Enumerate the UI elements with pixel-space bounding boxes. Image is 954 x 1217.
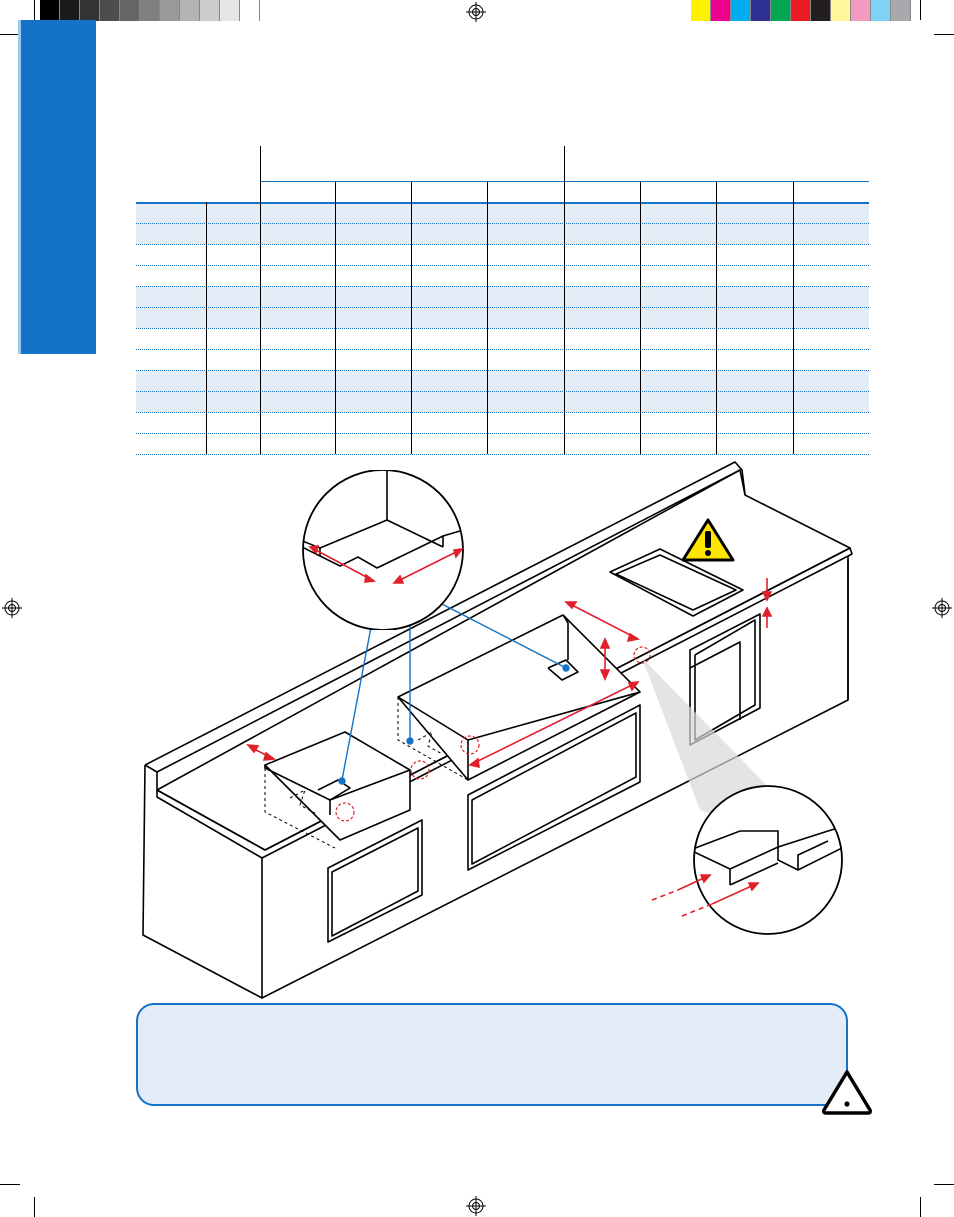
color-swatch bbox=[120, 0, 140, 21]
color-swatch bbox=[691, 0, 711, 21]
table-column-line bbox=[335, 182, 336, 454]
color-swatch bbox=[60, 0, 80, 21]
color-swatch bbox=[751, 0, 771, 21]
warning-triangle-icon bbox=[681, 518, 735, 562]
caution-triangle-icon bbox=[822, 1070, 872, 1115]
table-row-line bbox=[136, 391, 869, 392]
table-row-line bbox=[136, 349, 869, 350]
cooktop-cutout bbox=[609, 548, 744, 617]
color-swatch bbox=[80, 0, 100, 21]
color-swatch bbox=[100, 0, 120, 21]
process-color-bar bbox=[691, 0, 911, 21]
crop-mark bbox=[0, 1184, 20, 1185]
color-swatch bbox=[711, 0, 731, 21]
left-door-panel bbox=[327, 819, 423, 943]
registration-mark-icon bbox=[932, 598, 952, 618]
crop-mark bbox=[0, 34, 20, 35]
crop-mark bbox=[34, 1197, 35, 1217]
color-swatch bbox=[771, 0, 791, 21]
crop-mark bbox=[920, 1197, 921, 1217]
color-swatch bbox=[731, 0, 751, 21]
middle-drawer-panel bbox=[467, 704, 641, 871]
edge-detail-arrows bbox=[651, 874, 760, 917]
dimension-table bbox=[136, 146, 869, 455]
table-row-line bbox=[136, 265, 869, 266]
edge-detail-magnifier bbox=[693, 785, 843, 935]
color-swatch bbox=[180, 0, 200, 21]
color-swatch bbox=[40, 0, 60, 21]
backsplash bbox=[144, 461, 746, 766]
table-column-line bbox=[564, 146, 565, 454]
table-column-line bbox=[260, 146, 261, 454]
table-column-line bbox=[793, 182, 794, 454]
color-swatch bbox=[140, 0, 160, 21]
color-swatch bbox=[200, 0, 220, 21]
color-swatch bbox=[160, 0, 180, 21]
table-row-line bbox=[136, 412, 869, 413]
color-swatch bbox=[240, 0, 260, 21]
section-side-tab bbox=[18, 20, 96, 354]
color-swatch bbox=[851, 0, 871, 21]
grayscale-color-bar bbox=[40, 0, 260, 21]
color-swatch bbox=[220, 0, 240, 21]
registration-mark-icon bbox=[2, 598, 22, 618]
cabinet-side bbox=[142, 764, 263, 999]
table-column-line bbox=[206, 202, 207, 454]
table-row-line bbox=[136, 286, 869, 287]
table-row-line bbox=[136, 433, 869, 434]
table-row-line bbox=[136, 454, 869, 455]
crop-mark bbox=[934, 34, 954, 35]
table-column-line bbox=[411, 182, 412, 454]
table-column-line bbox=[640, 182, 641, 454]
note-callout-box bbox=[136, 1003, 848, 1106]
table-top-rule bbox=[136, 202, 869, 204]
corner-detail-magnifier bbox=[302, 470, 464, 630]
table-row-line bbox=[136, 223, 869, 224]
color-swatch bbox=[811, 0, 831, 21]
registration-mark-icon bbox=[466, 1196, 486, 1216]
table-row-line bbox=[136, 370, 869, 371]
crop-mark bbox=[920, 0, 921, 20]
table-row-line bbox=[136, 244, 869, 245]
crop-mark bbox=[934, 1184, 954, 1185]
table-column-line bbox=[487, 182, 488, 454]
countertop-cutout-diagram bbox=[142, 461, 853, 999]
color-swatch bbox=[791, 0, 811, 21]
table-row-line bbox=[136, 328, 869, 329]
left-cutout bbox=[264, 731, 411, 841]
table-column-line bbox=[716, 182, 717, 454]
table-row-line bbox=[136, 307, 869, 308]
color-swatch bbox=[891, 0, 911, 21]
registration-mark-icon bbox=[466, 2, 486, 22]
crop-mark bbox=[34, 0, 35, 20]
color-swatch bbox=[871, 0, 891, 21]
color-swatch bbox=[831, 0, 851, 21]
